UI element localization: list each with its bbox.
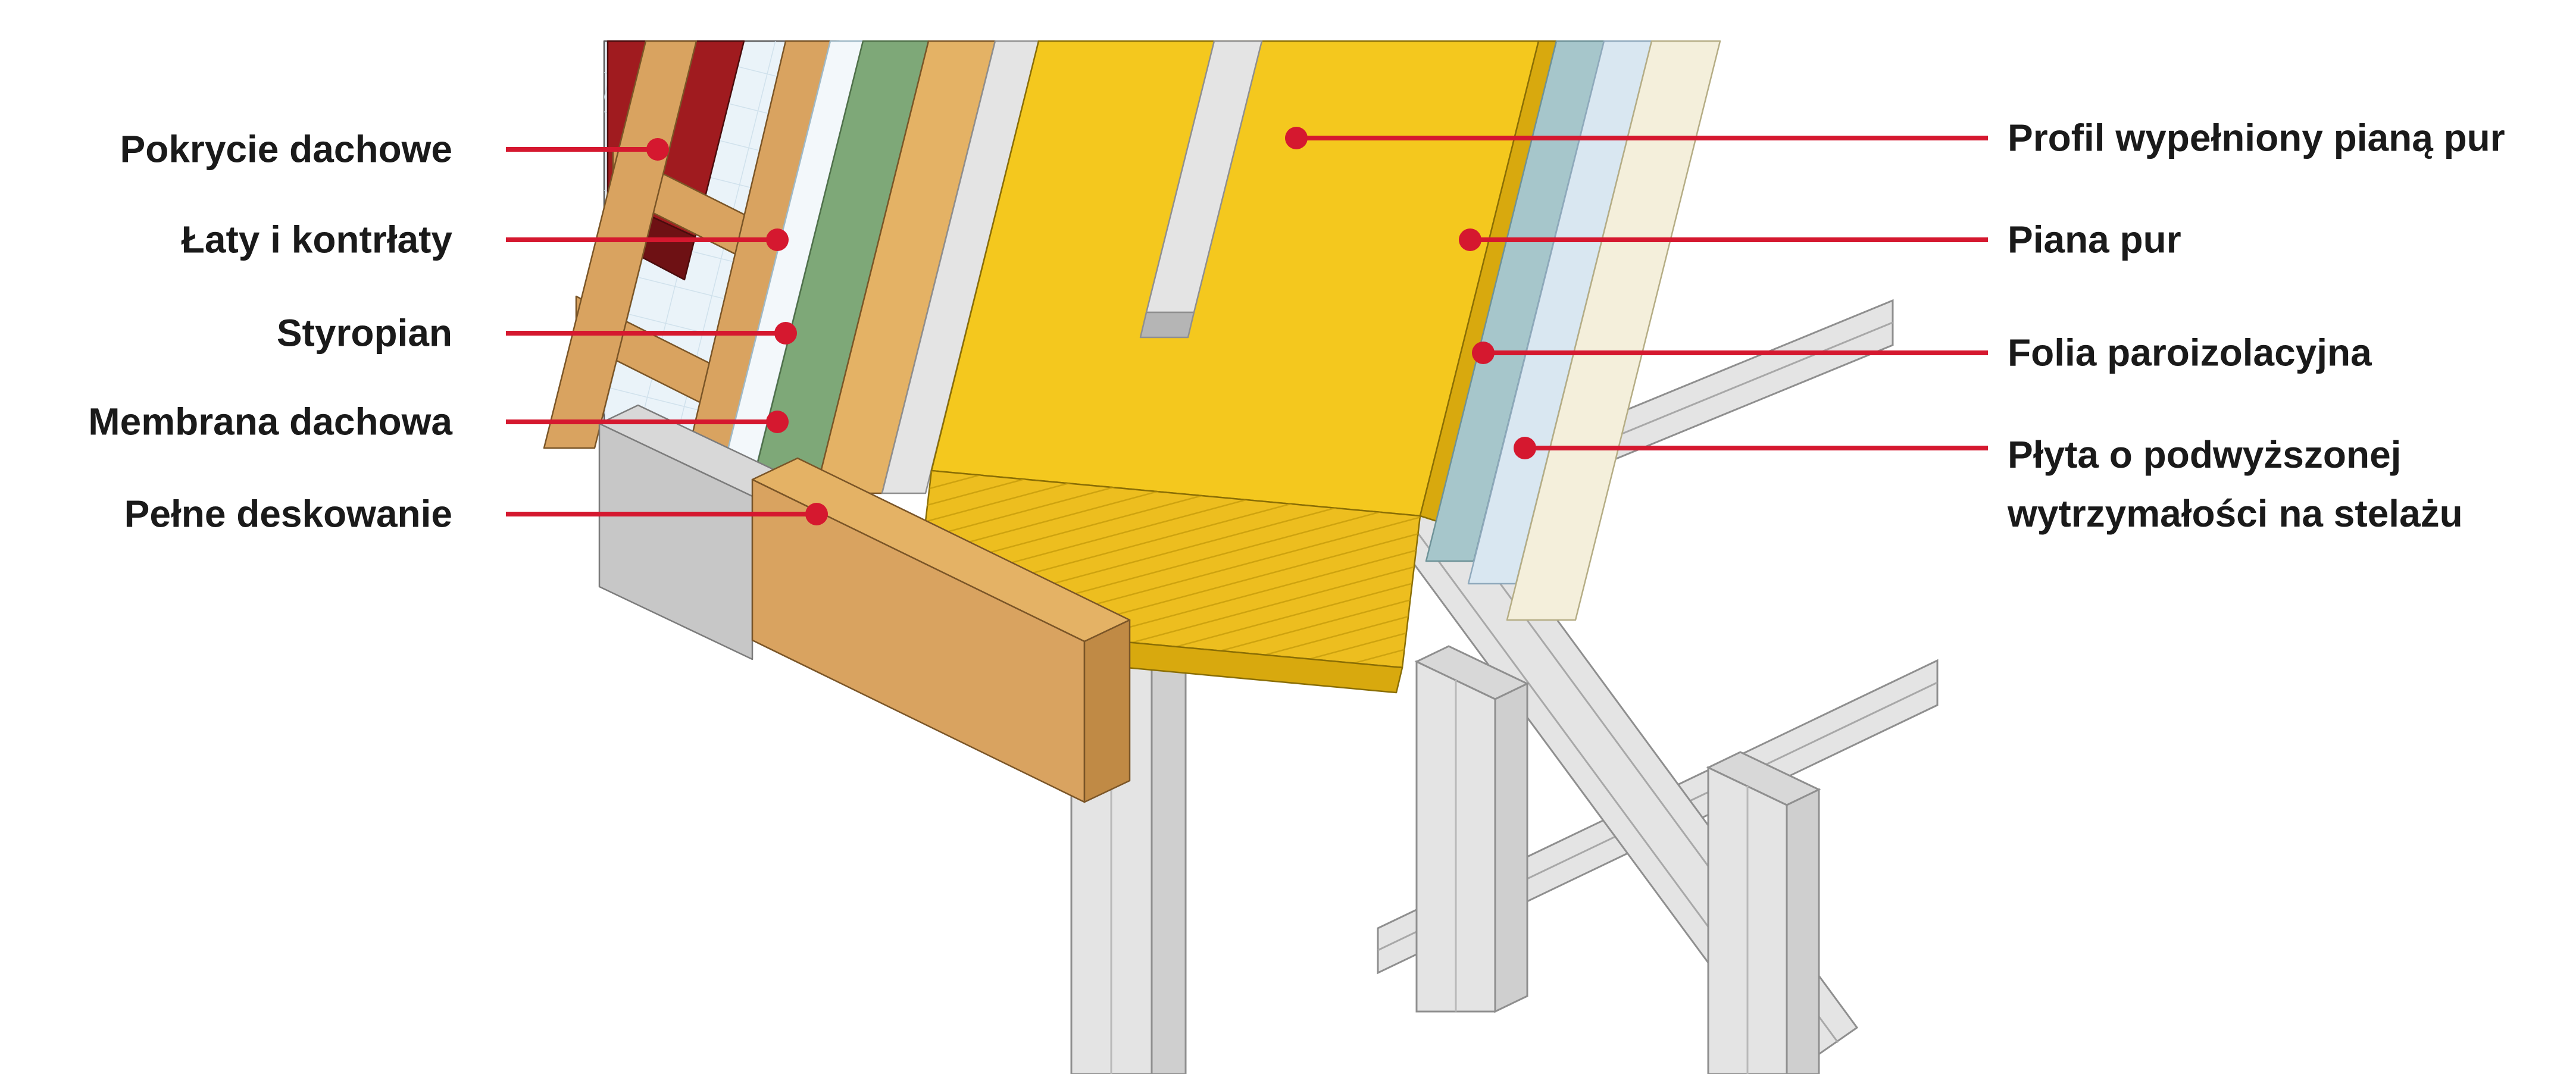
wood-beam-block <box>751 457 1131 803</box>
label-plyta-line-2: wytrzymałości na stelażu <box>2008 492 2463 536</box>
steel-post-middle <box>1414 645 1530 1013</box>
steel-post-right <box>1706 751 1821 1074</box>
leader-dot-folia <box>1472 342 1495 364</box>
leader-dot-deskowanie <box>805 503 828 525</box>
steel-beam-strip <box>881 40 1040 494</box>
label-styropian: Styropian <box>276 311 452 355</box>
grey-base-block <box>598 404 792 660</box>
leader-dots <box>646 127 1536 525</box>
label-plyta-line-1: Płyta o podwyższonej <box>2008 433 2402 476</box>
cream-board-strip <box>1506 40 1721 621</box>
leader-dot-plyta <box>1514 437 1536 459</box>
label-plyta-podwyzszona: Płyta o podwyższonej wytrzymałości na st… <box>2008 425 2463 543</box>
label-piana-pur: Piana pur <box>2008 218 2181 261</box>
roof-layers <box>543 40 1721 803</box>
steel-profile-strip <box>1139 40 1263 339</box>
label-profil-wypelniony: Profil wypełniony pianą pur <box>2008 116 2505 159</box>
leader-dot-pokrycie <box>646 138 669 161</box>
label-folia-paroizolacyjna: Folia paroizolacyjna <box>2008 331 2372 374</box>
leader-dot-laty <box>766 228 789 251</box>
leader-dot-styropian <box>774 322 797 345</box>
label-laty-i-kontrlaty: Łaty i kontrłaty <box>181 218 452 261</box>
leader-dot-piana <box>1459 228 1481 251</box>
leader-lines <box>506 136 1988 516</box>
label-pokrycie-dachowe: Pokrycie dachowe <box>120 127 452 171</box>
leader-dot-profil <box>1285 127 1308 149</box>
leader-dot-membrana <box>766 411 789 433</box>
label-pelne-deskowanie: Pełne deskowanie <box>124 492 452 536</box>
label-membrana-dachowa: Membrana dachowa <box>88 400 452 443</box>
